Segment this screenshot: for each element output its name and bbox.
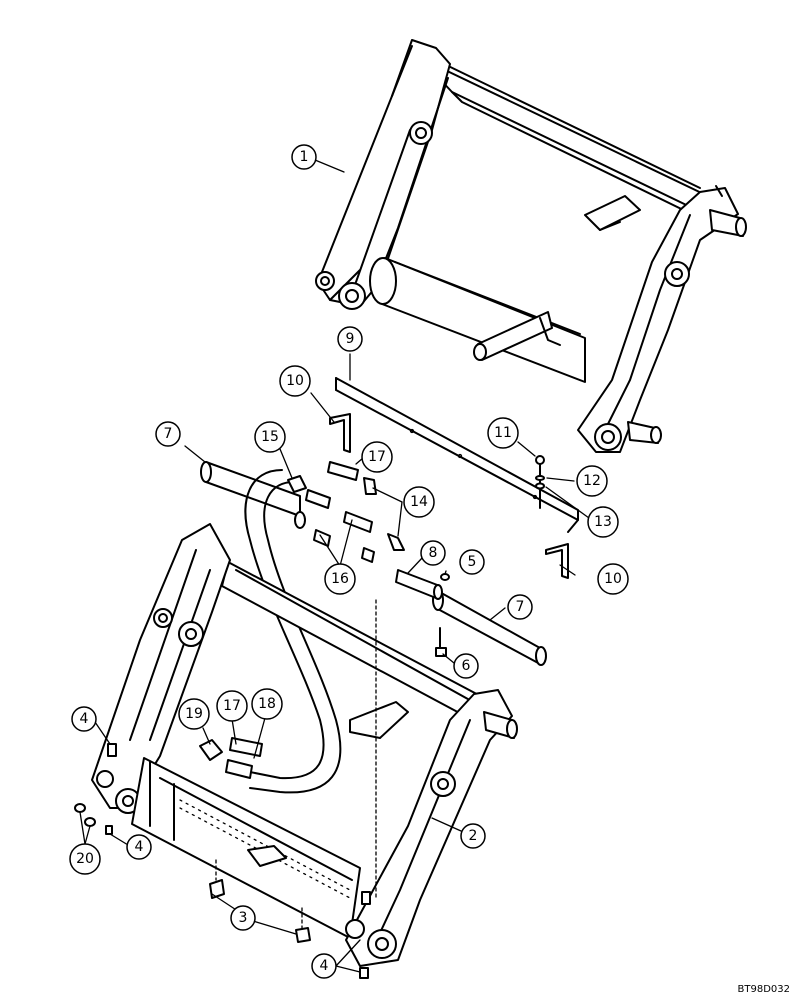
callout-4a: 4	[71, 706, 97, 732]
callout-12: 12	[576, 465, 608, 497]
callout-16: 16	[324, 563, 356, 595]
hydraulic-hoses	[199, 461, 450, 794]
callout-1: 1	[291, 144, 317, 170]
callout-17a: 17	[361, 441, 393, 473]
svg-text:17: 17	[223, 698, 241, 714]
svg-text:4: 4	[80, 711, 89, 727]
callout-14: 14	[403, 486, 435, 518]
svg-text:2: 2	[469, 828, 478, 844]
callout-20: 20	[69, 843, 101, 875]
svg-text:4: 4	[135, 839, 144, 855]
svg-text:6: 6	[462, 658, 471, 674]
svg-text:3: 3	[239, 910, 248, 926]
callout-10a: 10	[279, 365, 311, 397]
callout-19: 19	[178, 698, 210, 730]
callout-5: 5	[459, 549, 485, 575]
callout-9: 9	[337, 326, 363, 352]
svg-text:8: 8	[429, 545, 438, 561]
lower-frame	[74, 523, 518, 979]
svg-text:14: 14	[410, 494, 428, 510]
callout-4b: 4	[126, 834, 152, 860]
callout-18: 18	[251, 688, 283, 720]
svg-text:1: 1	[300, 149, 309, 165]
drawing-code: BT98D032	[738, 984, 790, 995]
svg-text:15: 15	[261, 429, 279, 445]
upper-frame	[315, 39, 747, 453]
callout-7b: 7	[507, 594, 533, 620]
callout-3: 3	[230, 905, 256, 931]
callout-10b: 10	[597, 563, 629, 595]
svg-text:5: 5	[468, 554, 477, 570]
callout-11: 11	[487, 417, 519, 449]
plate-assembly	[329, 377, 579, 579]
callout-17b: 17	[216, 690, 248, 722]
svg-text:10: 10	[286, 373, 304, 389]
callout-8: 8	[420, 540, 446, 566]
svg-text:7: 7	[164, 426, 173, 442]
svg-text:20: 20	[76, 851, 94, 867]
callout-13: 13	[587, 506, 619, 538]
callout-4c: 4	[311, 953, 337, 979]
svg-text:18: 18	[258, 696, 276, 712]
callout-2: 2	[460, 823, 486, 849]
callout-6: 6	[453, 653, 479, 679]
svg-text:19: 19	[185, 706, 203, 722]
svg-text:11: 11	[494, 425, 512, 441]
svg-text:4: 4	[320, 958, 329, 974]
callout-15: 15	[254, 421, 286, 453]
callout-7a: 7	[155, 421, 181, 447]
svg-text:10: 10	[604, 571, 622, 587]
svg-text:13: 13	[594, 514, 612, 530]
svg-text:7: 7	[516, 599, 525, 615]
svg-text:16: 16	[331, 571, 349, 587]
svg-text:9: 9	[346, 331, 355, 347]
svg-text:17: 17	[368, 449, 386, 465]
svg-text:12: 12	[583, 473, 601, 489]
